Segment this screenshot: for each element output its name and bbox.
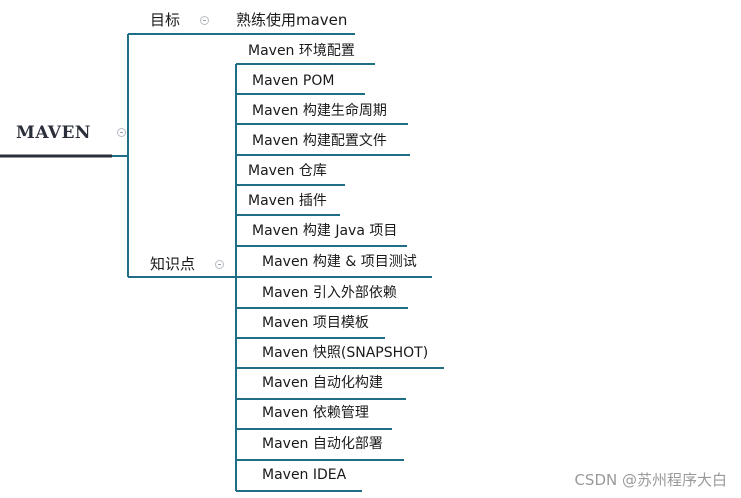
knowledge-child-label[interactable]: Maven 自动化部署 bbox=[262, 436, 383, 452]
branch-knowledge-label[interactable]: 知识点 bbox=[150, 255, 196, 273]
knowledge-child-underlines bbox=[236, 63, 444, 492]
knowledge-child-label[interactable]: Maven IDEA bbox=[262, 467, 347, 483]
knowledge-child-label[interactable]: Maven 环境配置 bbox=[248, 43, 355, 59]
knowledge-child-label[interactable]: Maven 插件 bbox=[248, 193, 327, 209]
knowledge-child-label[interactable]: Maven 仓库 bbox=[248, 163, 327, 179]
knowledge-child-label[interactable]: Maven 引入外部依赖 bbox=[262, 285, 397, 301]
knowledge-child-label[interactable]: Maven 项目模板 bbox=[262, 315, 369, 331]
knowledge-child-label[interactable]: Maven 依赖管理 bbox=[262, 405, 369, 421]
knowledge-child-label[interactable]: Maven 构建配置文件 bbox=[252, 133, 387, 149]
goal-child-label[interactable]: 熟练使用maven bbox=[236, 11, 348, 29]
knowledge-child-label[interactable]: Maven 构建 Java 项目 bbox=[252, 223, 398, 239]
watermark: CSDN @苏州程序大白 bbox=[574, 471, 727, 489]
knowledge-child-label[interactable]: Maven 构建 & 项目测试 bbox=[262, 254, 417, 270]
root-collapse-icon[interactable] bbox=[117, 128, 126, 137]
knowledge-child-label[interactable]: Maven 构建生命周期 bbox=[252, 103, 387, 119]
branch-goal-label[interactable]: 目标 bbox=[150, 11, 181, 29]
branch-goal-collapse-icon[interactable] bbox=[200, 16, 209, 25]
root-node[interactable]: MAVEN bbox=[16, 123, 91, 143]
branch-knowledge-collapse-icon[interactable] bbox=[215, 260, 224, 269]
knowledge-child-label[interactable]: Maven 自动化构建 bbox=[262, 375, 383, 391]
knowledge-child-label[interactable]: Maven POM bbox=[252, 73, 335, 89]
knowledge-child-label[interactable]: Maven 快照(SNAPSHOT) bbox=[262, 345, 429, 361]
